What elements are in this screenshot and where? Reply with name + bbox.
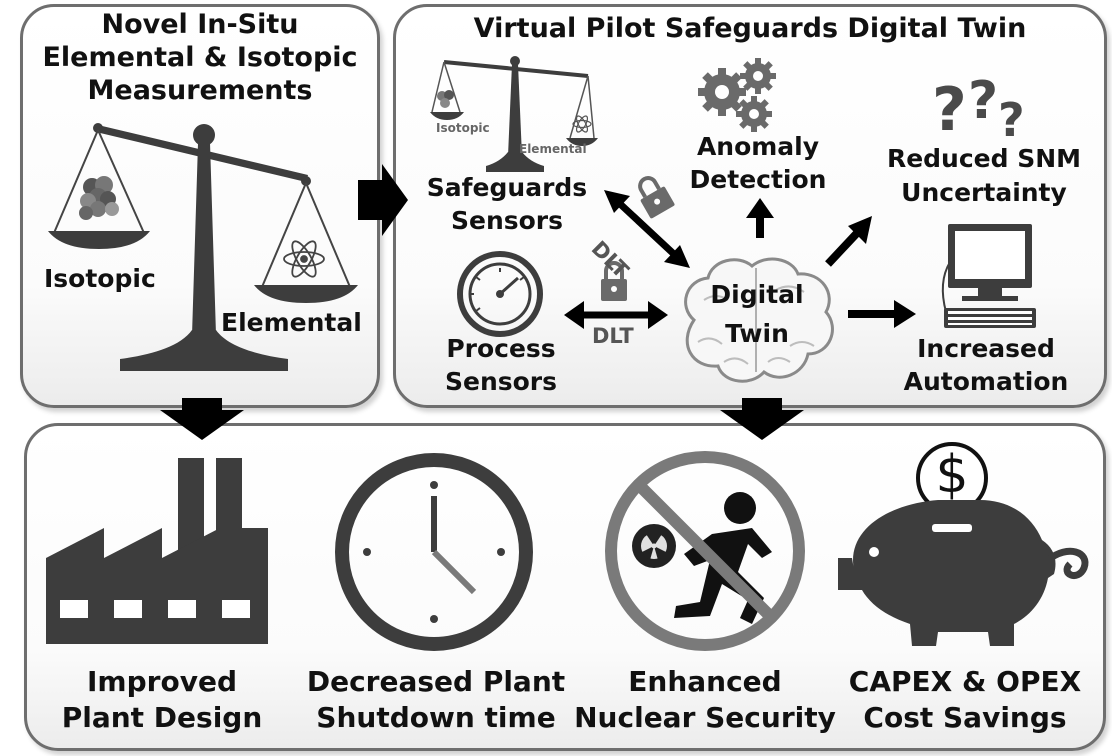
increased-automation-line1: Increased bbox=[917, 334, 1055, 363]
benefit-caption-line2: Shutdown time bbox=[316, 701, 556, 734]
left-panel-title-line3: Measurements bbox=[87, 75, 313, 106]
svg-text:?: ? bbox=[932, 75, 967, 145]
radioactive-icon bbox=[632, 524, 676, 568]
process-twin-arrow bbox=[564, 301, 668, 329]
safeguards-sensors-line1: Safeguards bbox=[426, 173, 588, 202]
reduced-snm-line1: Reduced SNM bbox=[886, 144, 1082, 173]
dlt-label-lower: DLT bbox=[592, 324, 634, 348]
increased-automation-line2: Automation bbox=[903, 367, 1069, 396]
lock-icon bbox=[601, 261, 627, 301]
clock-icon bbox=[335, 453, 533, 651]
computer-icon bbox=[941, 224, 1036, 328]
left-to-right-arrow bbox=[358, 164, 408, 236]
atom-icon bbox=[283, 240, 325, 278]
left-panel-title-line1: Novel In-Situ bbox=[101, 9, 299, 40]
dollar-sign: $ bbox=[935, 445, 969, 505]
small-balance-scale-icon bbox=[430, 56, 598, 172]
left-down-arrow bbox=[160, 398, 244, 440]
small-scale-elemental-label: Elemental bbox=[519, 142, 587, 156]
benefit-caption-line1: CAPEX & OPEX bbox=[848, 665, 1082, 698]
piggy-bank-icon bbox=[838, 442, 1089, 646]
question-marks-icon: ? ? ? bbox=[932, 71, 1025, 147]
safeguards-twin-arrow bbox=[604, 190, 690, 268]
gauge-icon bbox=[457, 251, 543, 337]
gears-icon bbox=[698, 58, 776, 132]
svg-text:?: ? bbox=[968, 71, 998, 131]
isotopic-label: Isotopic bbox=[44, 264, 156, 293]
anomaly-detection-line1: Anomaly bbox=[696, 132, 820, 161]
benefit-caption-line2: Plant Design bbox=[61, 701, 263, 734]
small-scale-isotopic-label: Isotopic bbox=[436, 121, 490, 135]
svg-text:?: ? bbox=[998, 93, 1025, 147]
benefit-caption-line2: Nuclear Security bbox=[574, 701, 836, 734]
left-panel-title-line2: Elemental & Isotopic bbox=[42, 42, 358, 73]
no-theft-icon bbox=[605, 451, 805, 651]
anomaly-detection-line2: Detection bbox=[689, 165, 827, 194]
elemental-label: Elemental bbox=[221, 308, 362, 337]
reduced-snm-line2: Uncertainty bbox=[901, 178, 1067, 207]
twin-snm-arrow bbox=[825, 216, 872, 267]
isotope-cluster-icon bbox=[79, 176, 119, 220]
process-sensors-line1: Process bbox=[446, 334, 556, 363]
balance-scale-icon bbox=[48, 123, 358, 371]
right-down-arrow bbox=[720, 398, 804, 440]
twin-automation-arrow bbox=[848, 300, 916, 328]
safeguards-sensors-line2: Sensors bbox=[450, 206, 564, 235]
benefit-caption-line1: Enhanced bbox=[628, 665, 782, 698]
process-sensors-line2: Sensors bbox=[444, 367, 558, 396]
right-panel-title: Virtual Pilot Safeguards Digital Twin bbox=[473, 13, 1027, 44]
lock-icon bbox=[638, 176, 675, 219]
brain-icon bbox=[684, 257, 834, 383]
benefit-caption-line2: Cost Savings bbox=[863, 701, 1067, 734]
digital-twin-line1: Digital bbox=[710, 280, 804, 309]
factory-icon bbox=[46, 458, 268, 644]
benefit-caption-line1: Improved bbox=[87, 665, 237, 698]
benefit-caption-line1: Decreased Plant bbox=[306, 665, 566, 698]
digital-twin-line2: Twin bbox=[725, 319, 789, 348]
twin-anomaly-arrow bbox=[746, 198, 774, 238]
